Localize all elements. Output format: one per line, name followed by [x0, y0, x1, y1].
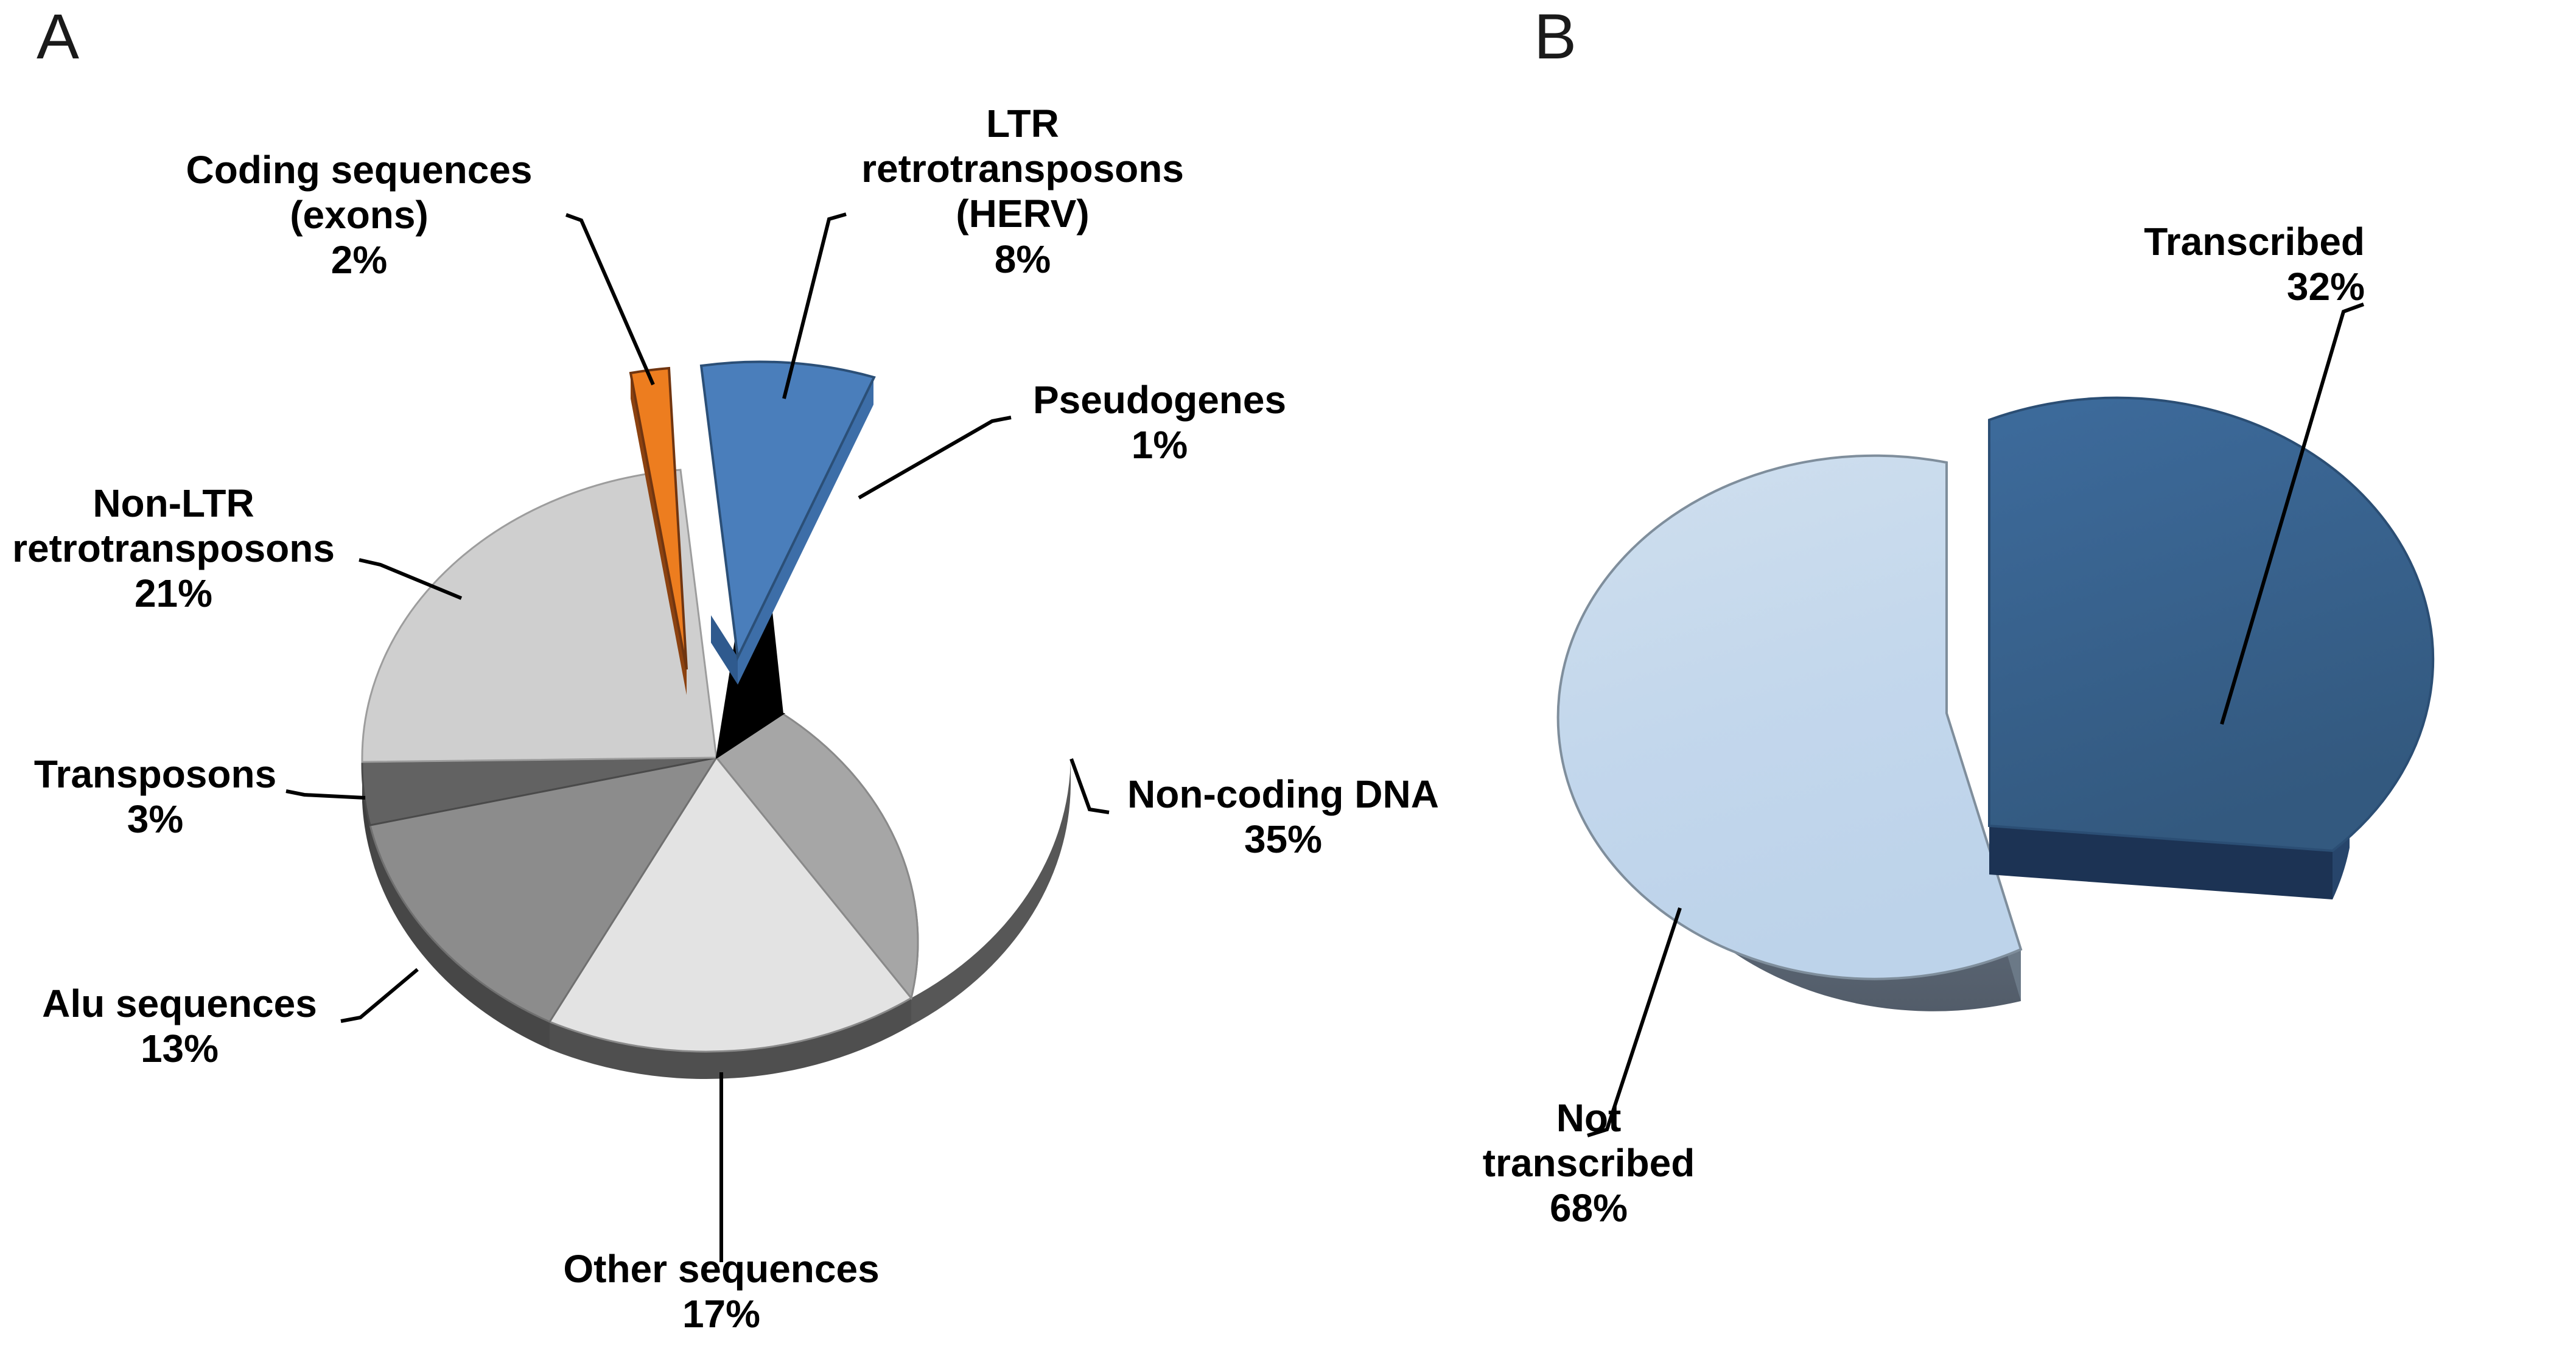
slice-not-transcribed-group: [1556, 454, 2023, 1011]
label-coding-sequences: Coding sequences (exons) 2%: [186, 148, 533, 282]
label-not-transcribed: Not transcribed 68%: [1482, 1096, 1695, 1231]
slice-ltr-retrotransposons-group: [699, 360, 876, 685]
leader-pseudogenes: [858, 416, 1012, 500]
slice-alu-sequences: [369, 756, 719, 1023]
label-other-sequences: Other sequences 17%: [563, 1247, 880, 1336]
slice-ltr-retrotransposons: [699, 360, 876, 662]
slice-ltr-retrotransposons-side: [711, 615, 738, 685]
leader-transcribed: [2220, 302, 2365, 725]
leader-alu-sequences: [340, 968, 419, 1023]
leader-ltr-retrotransposons: [782, 212, 847, 399]
label-transcribed: Transcribed 32%: [2144, 220, 2365, 309]
leader-non-coding-dna: [1069, 758, 1110, 814]
slice-coding-sequences: [629, 366, 688, 670]
slice-not-transcribed-top: [1556, 454, 2023, 980]
slice-non-ltr-retrotransposons: [361, 469, 718, 763]
slice-side-other-sequences: [550, 998, 911, 1080]
label-transposons: Transposons 3%: [33, 752, 277, 842]
label-alu-sequences: Alu sequences 13%: [42, 982, 317, 1071]
label-ltr-retrotransposons: LTR retrotransposons (HERV) 8%: [861, 102, 1184, 281]
panel-letter-a: A: [37, 1, 80, 72]
slice-side-non-coding-dna: [911, 758, 1071, 1025]
panel-b-pie: [1556, 302, 2435, 1137]
slice-transcribed-group: [1988, 396, 2435, 899]
label-non-ltr-retrotransposons: Non-LTR retrotransposons 21%: [12, 481, 335, 616]
leader-not-transcribed: [1587, 907, 1682, 1137]
slice-side-alu-sequences: [370, 825, 550, 1049]
slice-other-sequences: [548, 756, 913, 1053]
slice-coding-sequences-group: [629, 366, 688, 695]
pie-a-leader-lines: [285, 212, 1110, 1262]
leader-non-ltr-retrotransposons: [359, 558, 463, 600]
slice-non-coding-dna-body: [715, 713, 919, 1000]
panel-a-pie: [285, 212, 1110, 1262]
leader-transposons: [285, 789, 366, 800]
panel-letter-b: B: [1534, 1, 1577, 72]
pie-b-leader-lines: [1587, 302, 2365, 1137]
leader-coding-sequences: [565, 213, 655, 386]
pie-a-3d-sides: [362, 758, 1071, 1080]
slice-ltr-retrotransposons-side2: [738, 377, 873, 685]
slice-side-transposons: [362, 775, 370, 853]
label-non-coding-dna: Non-coding DNA 35%: [1127, 772, 1439, 862]
slice-transcribed-side-bottom: [1989, 826, 2333, 899]
label-pseudogenes: Pseudogenes 1%: [1032, 378, 1287, 467]
slice-transcribed-top: [1988, 396, 2435, 853]
